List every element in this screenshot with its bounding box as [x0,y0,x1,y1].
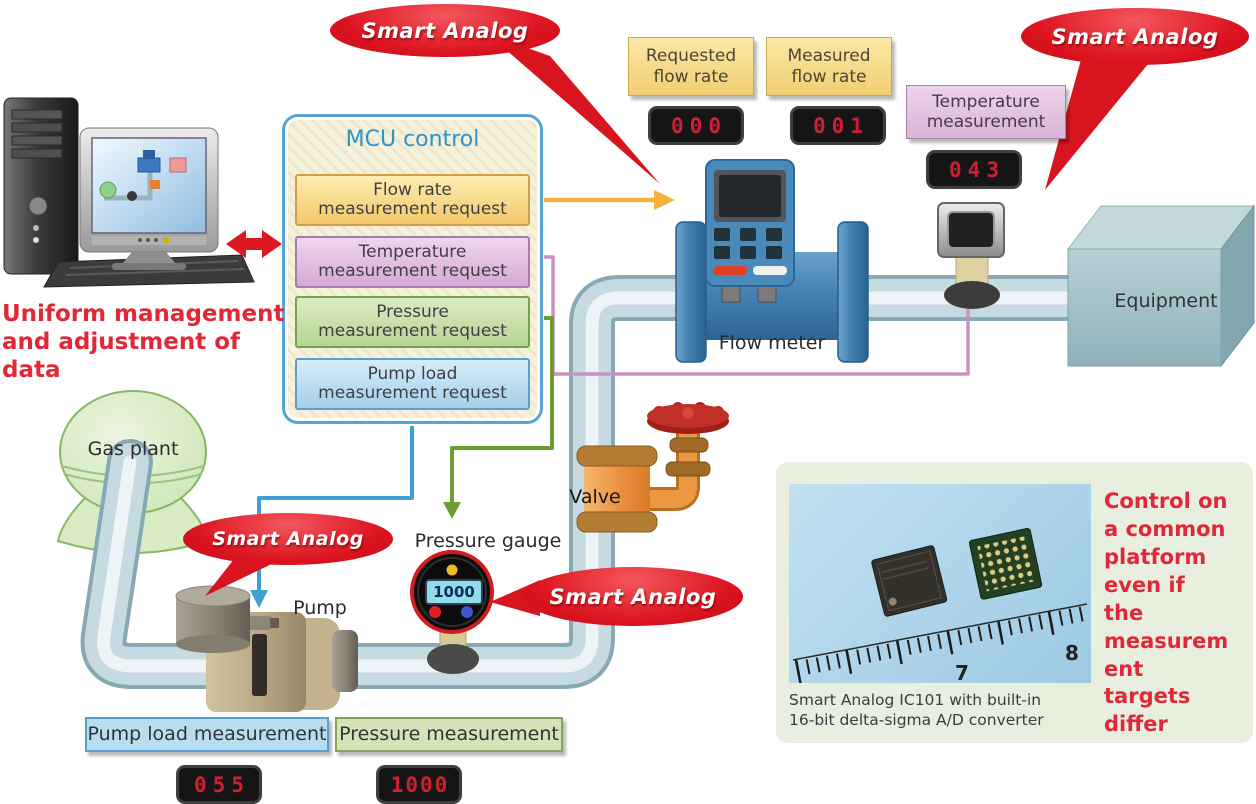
temperature-line2: measurement [926,112,1046,132]
flow-meter-label: Flow meter [718,332,826,354]
smart-analog-bubble-right: Smart Analog [1021,8,1249,65]
temperature-display: 043 [926,150,1022,189]
temperature-request-box[interactable]: Temperature measurement request [295,236,530,288]
pump-load-display: 055 [176,765,262,804]
smart-analog-bubble-pump: Smart Analog [183,513,393,565]
flow-rate-request-box[interactable]: Flow rate measurement request [295,174,530,226]
valve-label: Valve [569,486,621,508]
equipment-illustration [1066,204,1256,368]
pump-load-request-line1: Pump load [367,363,458,384]
measured-flow-line2: flow rate [791,66,867,87]
qfn-chip [871,545,948,617]
computer-illustration [3,97,255,288]
equipment-label: Equipment [1114,290,1218,312]
pressure-gauge-readout: 1000 [425,579,483,605]
requested-flow-display: 000 [648,106,744,145]
pressure-measurement-label: Pressure measurement [335,717,563,752]
ruler-number-8: 8 [1065,641,1079,665]
pressure-request-box[interactable]: Pressure measurement request [295,296,530,348]
mcu-control-panel: MCU control Flow rate measurement reques… [282,114,543,424]
pump-label: Pump [293,597,347,619]
ruler: 7 8 [792,603,1090,685]
flow-rate-request-line1: Flow rate [373,179,452,200]
common-platform-note: Control on a common platform even if the… [1104,489,1229,737]
temperature-request-line2: measurement request [318,261,507,281]
temperature-line1: Temperature [932,91,1040,112]
measured-flow-line1: Measured [787,46,871,67]
flow-rate-request-line2: measurement request [318,199,507,219]
pressure-request-line1: Pressure [376,301,449,322]
smart-analog-bubble-gauge: Smart Analog [523,567,743,626]
pump-illustration [175,585,358,712]
mcu-control-title: MCU control [345,127,480,152]
temperature-sensor-illustration [937,202,1005,309]
smart-analog-bubble-top: Smart Analog [330,4,560,57]
ic-photo: 7 8 [789,484,1091,685]
pump-load-measurement-label: Pump load measurement [85,717,329,752]
ic-photo-artwork: 7 8 [792,528,1090,685]
smart-analog-ic-panel: 7 8 Smart Analog IC101 with built-in 16-… [776,462,1253,743]
temperature-request-line1: Temperature [358,241,467,262]
speech-bubble-tails [205,34,1148,616]
requested-flow-line1: Requested [645,46,737,67]
pressure-gauge-label: Pressure gauge [414,530,562,552]
pump-load-request-line2: measurement request [318,383,507,403]
pressure-request-line2: measurement request [318,321,507,341]
uniform-management-note: Uniform management and adjustment of dat… [2,301,285,384]
gas-plant-label: Gas plant [87,438,179,460]
flow-meter-illustration [675,159,869,363]
temperature-measurement-label: Temperature measurement [906,85,1066,139]
measured-flow-display: 001 [790,106,886,145]
ic-caption: Smart Analog IC101 with built-in 16-bit … [789,691,1044,730]
pressure-display: 1000 [376,765,462,804]
requested-flow-line2: flow rate [653,66,729,87]
pump-load-request-box[interactable]: Pump load measurement request [295,358,530,410]
ruler-number-7: 7 [955,661,969,683]
requested-flow-rate-label: Requested flow rate [628,37,754,96]
pipe-network [80,275,1115,689]
bga-chip [969,528,1043,600]
valve-illustration [576,402,729,533]
measured-flow-rate-label: Measured flow rate [766,37,892,96]
data-exchange-arrow [226,230,282,258]
